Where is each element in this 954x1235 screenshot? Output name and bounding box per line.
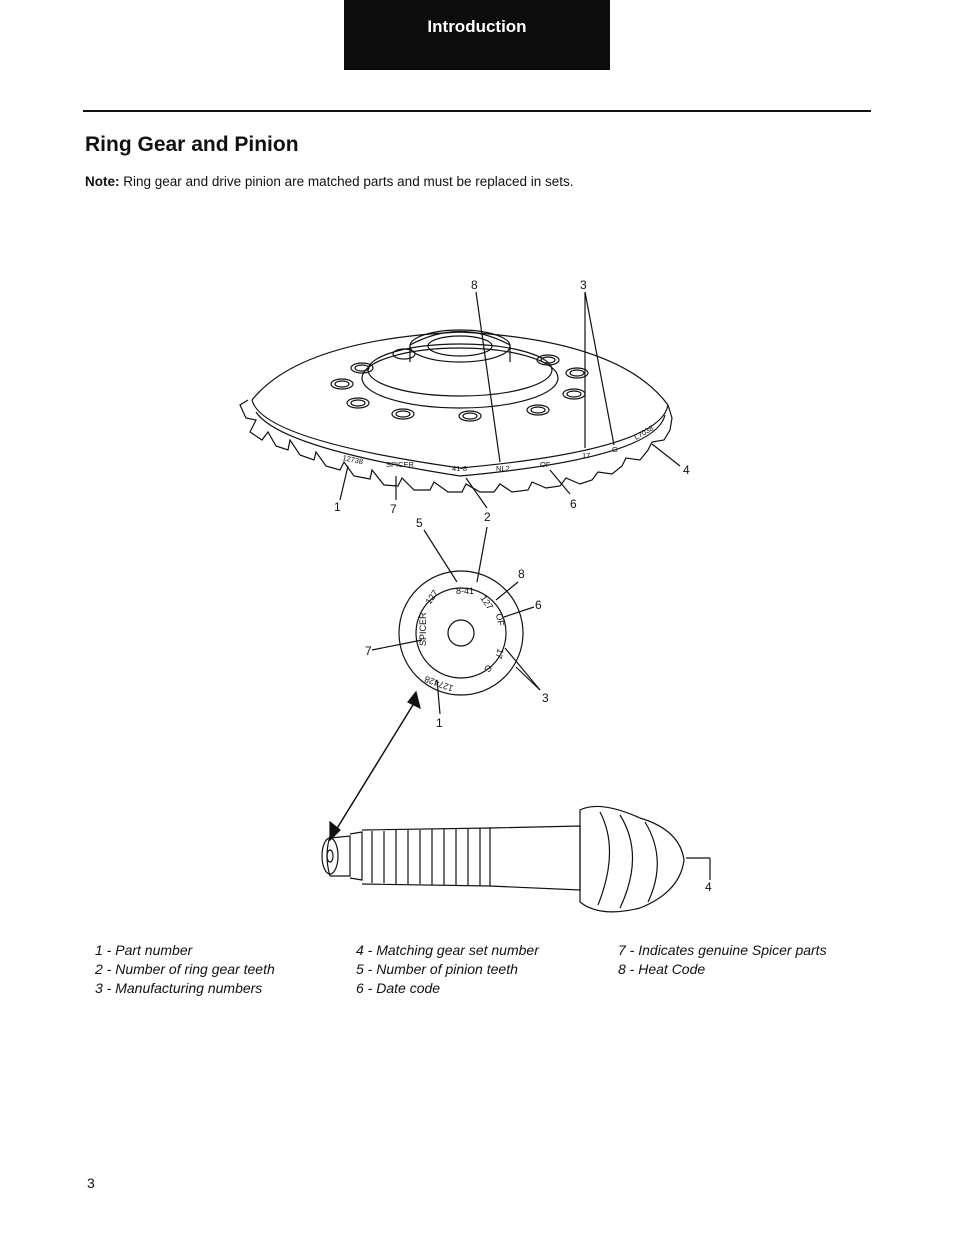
face-callout-1: 1 (436, 716, 443, 730)
ring-mark-heat: NL2 (496, 464, 510, 473)
ring-mark-spicer: SPICER (386, 460, 415, 469)
ring-mark-part: 12738 (342, 453, 364, 466)
ring-mark-mfg-2: G (612, 445, 618, 454)
ring-mark-teeth: 41-8 (452, 464, 467, 473)
face-callout-8: 8 (518, 567, 525, 581)
legend-col-2: 4 - Matching gear set number 5 - Number … (356, 941, 539, 998)
ring-callout-2: 2 (484, 510, 491, 524)
legend-col-3: 7 - Indicates genuine Spicer parts 8 - H… (618, 941, 827, 979)
face-callout-6: 6 (535, 598, 542, 612)
ring-callout-7: 7 (390, 502, 397, 516)
ring-callout-4: 4 (683, 463, 690, 477)
face-mark-127b: 127 (478, 593, 495, 611)
ring-mark-date: OF (540, 460, 551, 469)
face-mark-date: OF (494, 613, 506, 628)
note: Note: Ring gear and drive pinion are mat… (85, 174, 574, 189)
legend-item: 5 - Number of pinion teeth (356, 961, 518, 977)
legend-col-1: 1 - Part number 2 - Number of ring gear … (95, 941, 275, 998)
legend-item: 8 - Heat Code (618, 961, 706, 977)
ring-callout-3: 3 (580, 278, 587, 292)
ring-mark-set: L7038 (633, 424, 656, 442)
ring-mark-mfg-1: 17 (582, 451, 590, 460)
face-mark-mfg-2: 17 (493, 647, 505, 659)
page-number: 3 (87, 1175, 95, 1191)
legend-item: 3 - Manufacturing numbers (95, 980, 263, 996)
section-tab-label: Introduction (427, 17, 527, 36)
pinion-face-drawing (371, 526, 541, 715)
pinion-shaft-drawing (321, 805, 711, 913)
page-title: Ring Gear and Pinion (85, 133, 299, 156)
legend-item: 4 - Matching gear set number (356, 942, 539, 958)
note-label: Note: (85, 174, 120, 189)
legend-item: 6 - Date code (356, 980, 441, 996)
face-callout-3: 3 (542, 691, 549, 705)
face-mark-127a: 127 (423, 588, 440, 606)
face-mark-teeth: 8-41 (456, 586, 474, 596)
legend-item: 2 - Number of ring gear teeth (95, 961, 275, 977)
ring-gear-drawing (239, 291, 681, 509)
face-mark-spicer: SPICER (418, 612, 428, 646)
header-rule (83, 110, 871, 112)
face-callout-5: 5 (416, 516, 423, 530)
face-callout-7: 7 (365, 644, 372, 658)
arrow (329, 690, 421, 842)
legend-item: 7 - Indicates genuine Spicer parts (618, 942, 827, 958)
legend-item: 1 - Part number (95, 942, 193, 958)
ring-callout-6: 6 (570, 497, 577, 511)
pinion-callout-4: 4 (705, 880, 712, 894)
section-tab: Introduction (344, 0, 610, 70)
ring-callout-8: 8 (471, 278, 478, 292)
ring-callout-1: 1 (334, 500, 341, 514)
ring-gear-pinion-illustration: 8 3 4 1 7 2 6 12738 SPICER 41-8 NL2 OF 1… (239, 278, 712, 913)
note-text: Ring gear and drive pinion are matched p… (123, 174, 574, 189)
face-mark-mfg-1: G (482, 663, 494, 675)
